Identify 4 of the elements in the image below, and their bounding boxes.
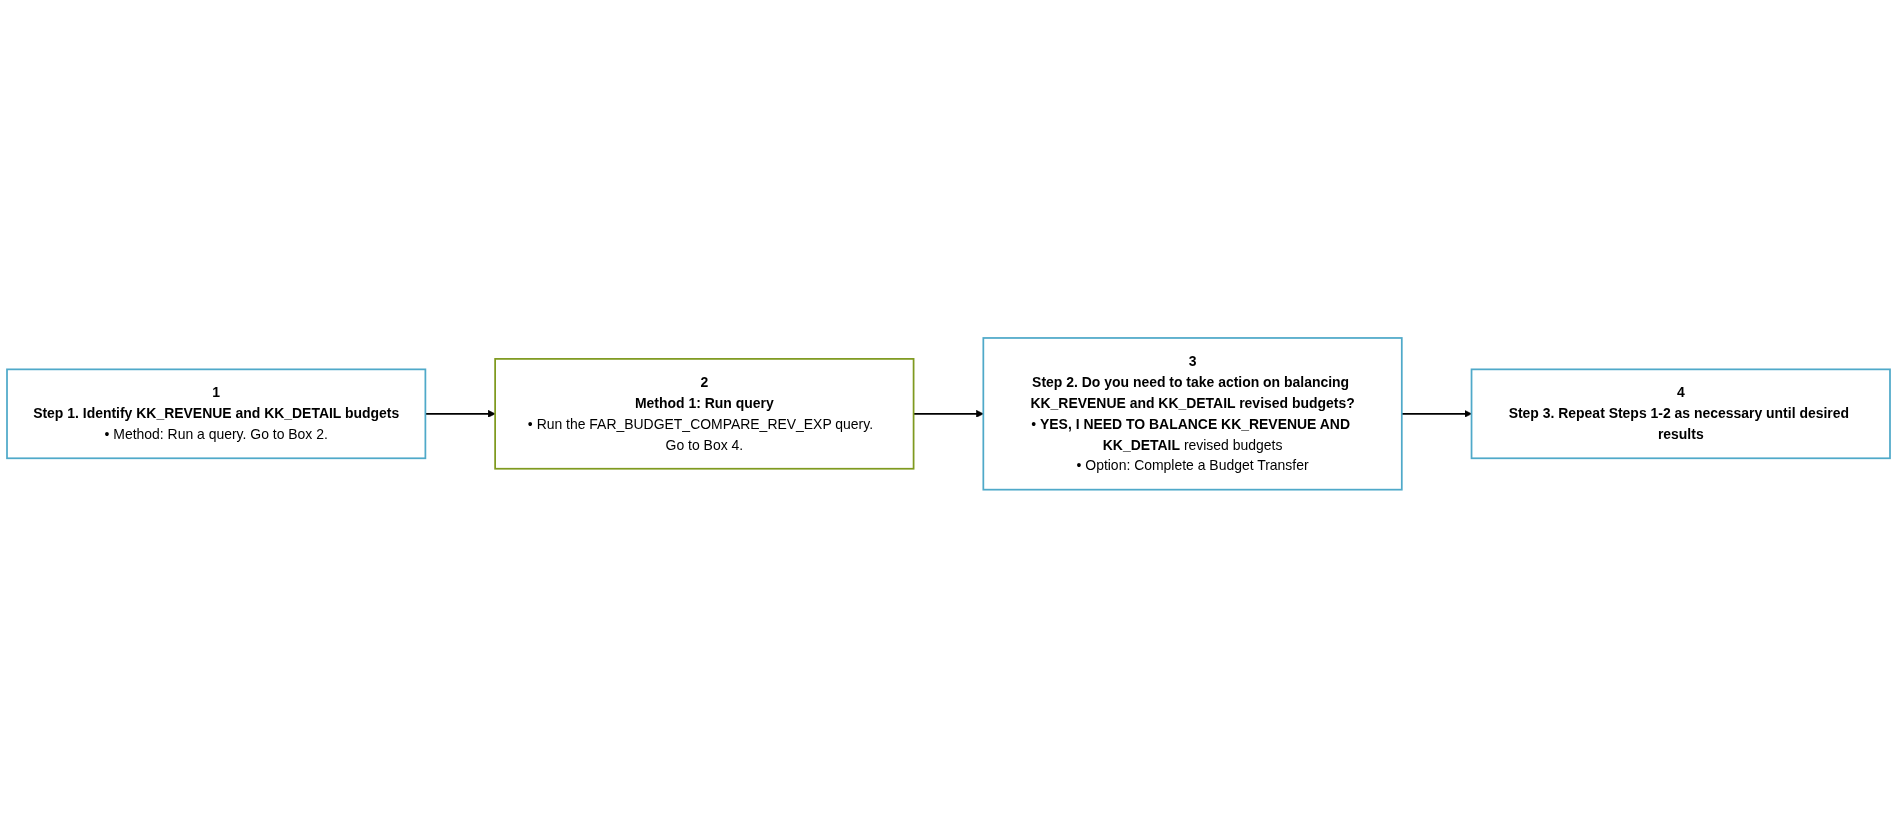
node-box bbox=[1470, 368, 1891, 460]
node-box bbox=[494, 358, 915, 470]
node-box bbox=[982, 337, 1403, 491]
node-box bbox=[6, 368, 427, 460]
